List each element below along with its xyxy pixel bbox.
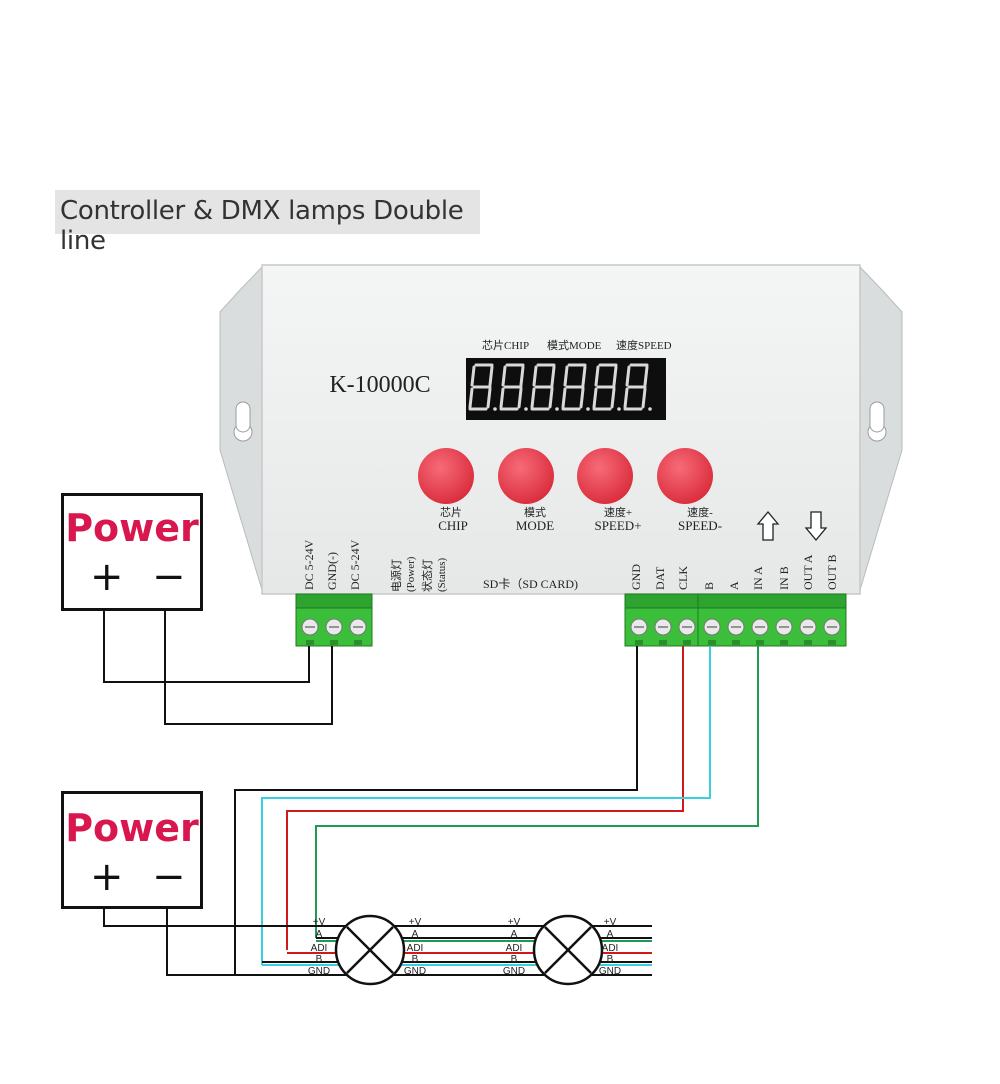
lamp-pin-label: ADI	[602, 943, 619, 954]
wire-power1-minus	[164, 610, 333, 725]
terminal-label-gnd: GND(-)	[325, 552, 339, 590]
lamp-pin-label: B	[511, 954, 518, 965]
power-supply-1: Power + −	[61, 493, 203, 611]
power-supply-2-minus: −	[152, 854, 186, 900]
wire-power2-minus	[166, 907, 652, 976]
display-label-speed: 速度SPEED	[616, 338, 672, 352]
indicator-power-en: (Power)	[405, 556, 417, 592]
up-arrow-icon	[756, 510, 780, 541]
wire-power1-plus	[103, 610, 310, 683]
power-supply-2-plus: +	[90, 854, 124, 900]
wire-adi	[286, 646, 684, 950]
led-digit	[530, 363, 559, 411]
sd-card-label: SD卡（SD CARD)	[483, 577, 578, 591]
speed-plus-button[interactable]	[577, 448, 633, 504]
lamp-pin-label: B	[316, 954, 323, 965]
terminal-label-dc1: DC 5-24V	[302, 539, 316, 590]
indicator-status-cn: 状态灯	[420, 559, 434, 592]
wire-b	[261, 646, 711, 965]
power-supply-2: Power + −	[61, 791, 203, 909]
chip-button-label-cn: 芯片	[440, 505, 462, 519]
terminal-label-dat: DAT	[653, 566, 667, 590]
lamp-pin-label: GND	[308, 966, 330, 977]
power-supply-2-label: Power	[65, 806, 199, 850]
lamp-pin-label: GND	[503, 966, 525, 977]
mode-button[interactable]	[498, 448, 554, 504]
lamp-pin-label: ADI	[311, 943, 328, 954]
terminal-label-a: A	[727, 581, 741, 590]
lamp-pin-label: ADI	[407, 943, 424, 954]
led-digit	[468, 363, 497, 411]
power-supply-1-plus: +	[90, 554, 124, 600]
mode-button-label-cn: 模式	[524, 506, 546, 519]
speed-minus-label-en: SPEED-	[678, 518, 722, 533]
controller-case	[219, 264, 903, 595]
power-supply-1-label: Power	[65, 506, 199, 550]
mode-button-label-en: MODE	[516, 518, 554, 533]
display-label-mode: 模式MODE	[547, 339, 602, 352]
lamp-pin-label: A	[316, 929, 323, 940]
down-arrow-icon	[804, 511, 828, 542]
terminal-label-b: B	[702, 582, 716, 590]
dmx-terminal-block	[697, 593, 847, 647]
lamp-pin-label: A	[607, 929, 614, 940]
power-terminal-block	[295, 593, 373, 647]
terminal-label-in-b: IN B	[777, 566, 791, 590]
led-digit	[499, 363, 528, 411]
mounting-hole-left	[233, 401, 253, 442]
speed-plus-label-cn: 速度+	[604, 505, 632, 519]
power-supply-1-minus: −	[152, 554, 186, 600]
dmx-lamp-1	[334, 914, 406, 986]
display-label-chip: 芯片CHIP	[482, 338, 529, 352]
lamp-pin-label: +V	[604, 917, 617, 928]
diagram-title: Controller & DMX lamps Double line	[60, 196, 464, 256]
lamp-pin-label: ADI	[506, 943, 523, 954]
model-name: K-10000C	[329, 372, 430, 398]
mounting-hole-right	[867, 401, 887, 442]
terminal-label-clk: CLK	[676, 566, 690, 590]
lamp-pin-label: GND	[404, 966, 426, 977]
lamp-pin-label: A	[412, 929, 419, 940]
chip-button-label-en: CHIP	[438, 518, 468, 533]
terminal-label-out-a: OUT A	[801, 554, 815, 590]
title-banner: Controller & DMX lamps Double line	[55, 190, 480, 256]
led-digit	[623, 363, 652, 411]
indicator-power-cn: 电源灯	[389, 559, 403, 592]
terminal-label-signal-gnd: GND	[629, 564, 643, 590]
terminal-label-out-b: OUT B	[825, 555, 839, 590]
wire-power2-plus	[103, 907, 652, 927]
speed-plus-label-en: SPEED+	[594, 518, 641, 533]
lamp-pin-label: +V	[508, 917, 521, 928]
wire-a	[315, 646, 759, 938]
wires	[103, 610, 759, 976]
lamp-pin-label: B	[412, 954, 419, 965]
dmx-lamp-2	[532, 914, 604, 986]
led-digit	[592, 363, 621, 411]
lamp-pin-label: +V	[409, 917, 422, 928]
speed-minus-label-cn: 速度-	[687, 505, 713, 519]
speed-minus-button[interactable]	[657, 448, 713, 504]
signal-terminal-block	[624, 593, 702, 647]
wire-gnd	[234, 646, 638, 975]
led-digit	[561, 363, 590, 411]
terminal-label-dc2: DC 5-24V	[348, 539, 362, 590]
lamp-pin-label: B	[607, 954, 614, 965]
lamp-pin-label: GND	[599, 966, 621, 977]
lamp-pin-label: A	[511, 929, 518, 940]
led-digits	[468, 363, 652, 411]
chip-button[interactable]	[418, 448, 474, 504]
indicator-status-en: (Status)	[436, 557, 448, 592]
terminal-label-in-a: IN A	[751, 566, 765, 590]
lamp-pin-label: +V	[313, 917, 326, 928]
